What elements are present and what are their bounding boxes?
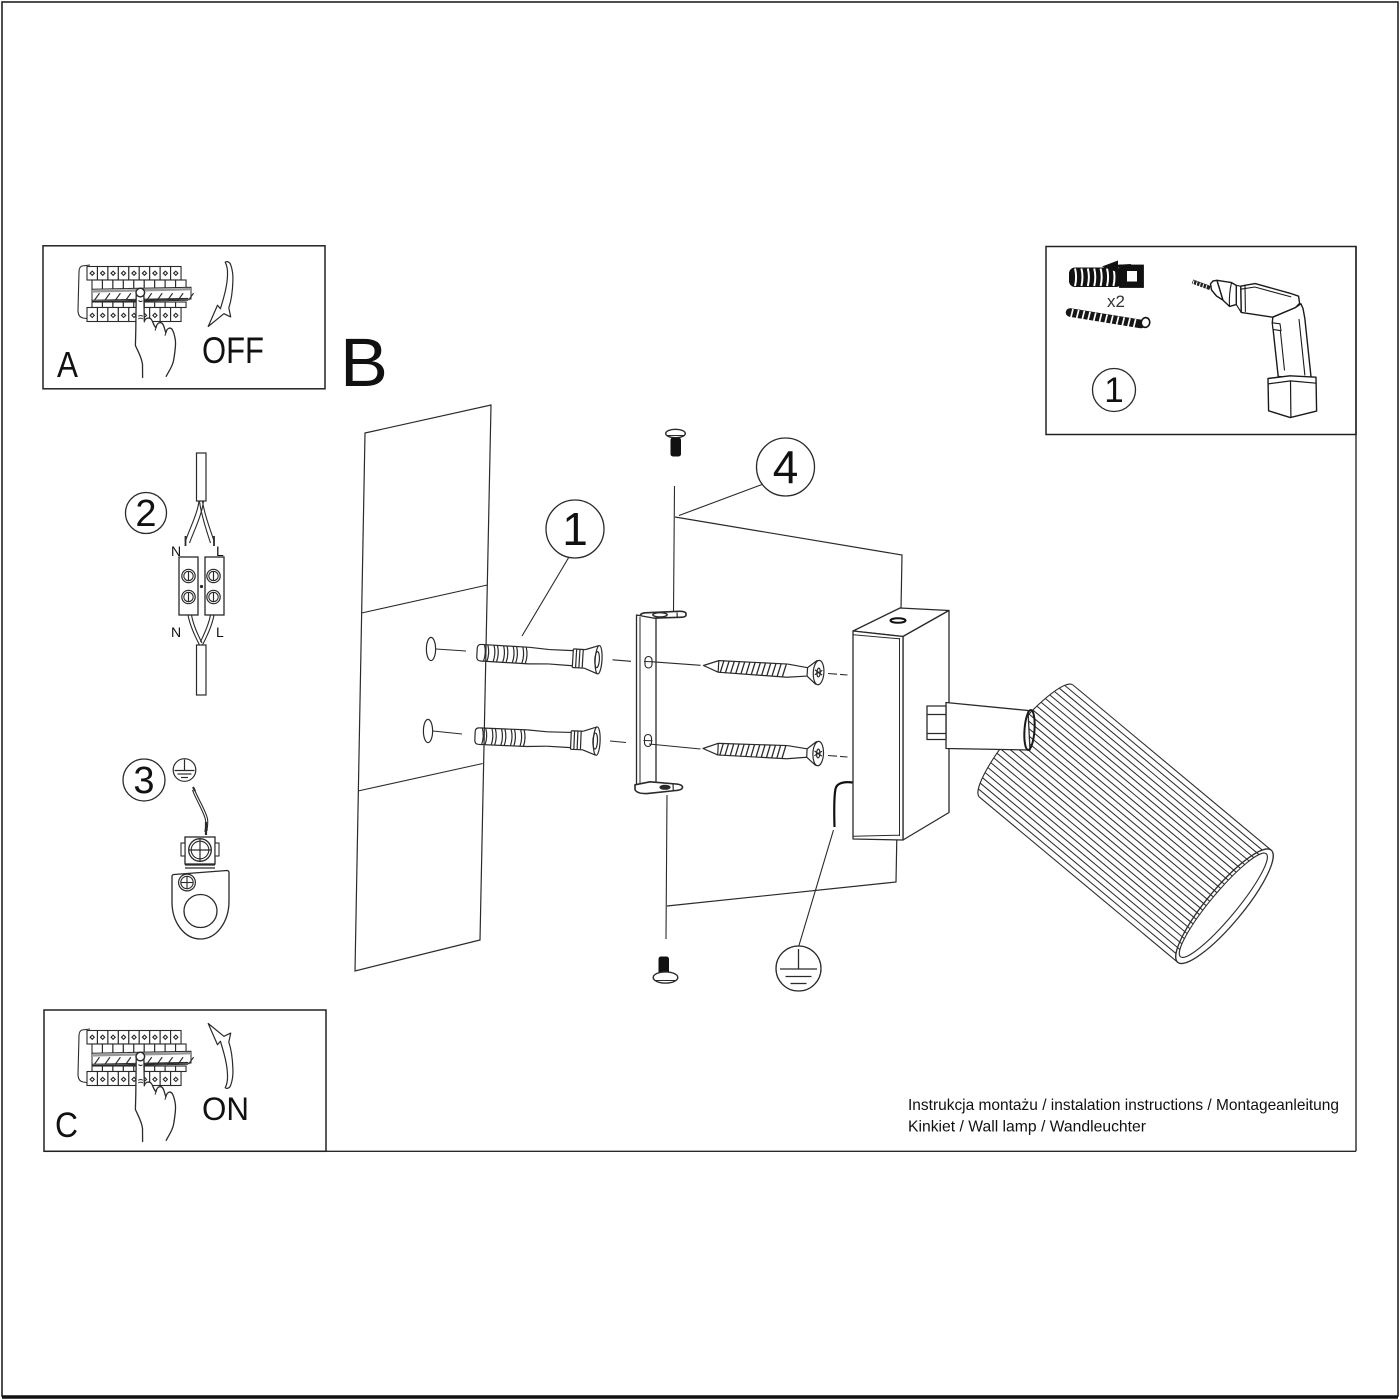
svg-text:Kinkiet / Wall lamp / Wandleuc: Kinkiet / Wall lamp / Wandleuchter — [908, 1119, 1147, 1136]
svg-text:1: 1 — [562, 503, 588, 555]
svg-text:1: 1 — [1104, 371, 1123, 410]
svg-text:3: 3 — [133, 760, 154, 802]
svg-text:L: L — [216, 624, 224, 640]
svg-text:4: 4 — [773, 441, 799, 493]
svg-text:C: C — [55, 1106, 78, 1145]
svg-text:N: N — [171, 624, 181, 640]
svg-text:2: 2 — [135, 493, 156, 535]
svg-text:L: L — [216, 543, 224, 559]
svg-text:x2: x2 — [1107, 292, 1125, 311]
svg-text:Instrukcja montażu / instalati: Instrukcja montażu / instalation instruc… — [908, 1097, 1339, 1114]
svg-text:ON: ON — [202, 1091, 249, 1127]
svg-text:N: N — [171, 543, 181, 559]
svg-text:B: B — [340, 324, 388, 401]
svg-text:A: A — [57, 344, 78, 385]
svg-text:OFF: OFF — [202, 330, 264, 371]
